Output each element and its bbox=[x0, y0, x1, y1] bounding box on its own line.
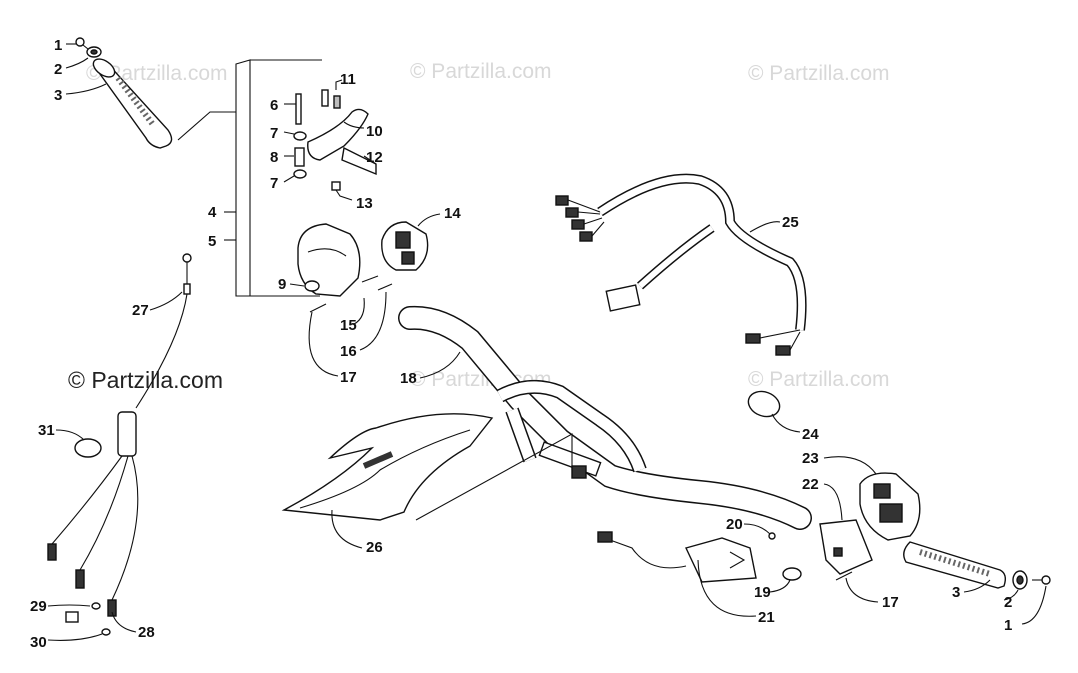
callout-label: 3 bbox=[952, 584, 960, 601]
pad-frame bbox=[415, 433, 573, 521]
sensor-boot bbox=[65, 602, 111, 636]
callout-label: 23 bbox=[802, 450, 819, 467]
handlebar bbox=[398, 305, 812, 530]
left-switch bbox=[381, 221, 429, 271]
screw bbox=[309, 303, 327, 313]
grip-leader bbox=[177, 111, 236, 141]
callout-label: 7 bbox=[270, 125, 278, 142]
grip-end-cap bbox=[86, 46, 102, 58]
heater-element bbox=[597, 531, 757, 583]
callout-label: 27 bbox=[132, 302, 149, 319]
bushing bbox=[294, 147, 305, 167]
callout-label: 30 bbox=[30, 634, 47, 651]
callout-label: 1 bbox=[54, 37, 62, 54]
callout-label: 17 bbox=[882, 594, 899, 611]
grip-screw bbox=[1032, 575, 1051, 585]
callout-label: 12 bbox=[366, 149, 383, 166]
handlebar-pad bbox=[281, 413, 494, 521]
wiring-harness bbox=[555, 173, 807, 356]
spring-pins bbox=[321, 89, 341, 109]
callout-label: 21 bbox=[758, 609, 775, 626]
callout-label: 5 bbox=[208, 233, 216, 250]
right-switch-housing bbox=[859, 472, 921, 541]
throttle-cable bbox=[47, 253, 192, 617]
retaining-ring bbox=[747, 390, 781, 418]
leader-lines bbox=[47, 43, 1047, 641]
cable-clip bbox=[74, 438, 102, 458]
callout-label: 7 bbox=[270, 175, 278, 192]
throttle-lever bbox=[307, 108, 377, 176]
switch-bracket bbox=[819, 519, 873, 575]
callout-label: 15 bbox=[340, 317, 357, 334]
left-grip bbox=[92, 58, 173, 149]
grommet bbox=[782, 567, 802, 581]
callout-label: 9 bbox=[278, 276, 286, 293]
callout-label: 4 bbox=[208, 204, 217, 221]
washers bbox=[293, 131, 307, 179]
clip bbox=[331, 181, 341, 191]
callout-label: 10 bbox=[366, 123, 383, 140]
rivet bbox=[768, 532, 776, 540]
callout-label: 2 bbox=[54, 61, 62, 78]
screw bbox=[361, 275, 379, 283]
callout-label: 17 bbox=[340, 369, 357, 386]
screw bbox=[377, 283, 393, 291]
throttle-housing bbox=[297, 223, 361, 297]
callout-label: 1 bbox=[1004, 617, 1012, 634]
callout-label: 19 bbox=[754, 584, 771, 601]
callout-label: 28 bbox=[138, 624, 155, 641]
watermark: © Partzilla.com bbox=[748, 368, 890, 391]
callout-label: 18 bbox=[400, 370, 417, 387]
watermark: © Partzilla.com bbox=[410, 60, 552, 83]
screw bbox=[835, 571, 853, 581]
callout-label: 25 bbox=[782, 214, 799, 231]
callout-label: 14 bbox=[444, 205, 461, 222]
right-grip bbox=[903, 541, 1007, 589]
callout-label: 13 bbox=[356, 195, 373, 212]
grip-end-cap bbox=[1012, 570, 1028, 590]
callout-label: 20 bbox=[726, 516, 743, 533]
callout-label: 11 bbox=[340, 71, 356, 88]
grip-screw bbox=[75, 37, 89, 50]
callouts: 1 2 3 6 7 8 7 11 10 12 13 4 5 14 9 15 16… bbox=[30, 37, 1012, 651]
bracket-frame bbox=[235, 59, 251, 297]
watermark-dark: © Partzilla.com bbox=[68, 367, 223, 393]
throttle-pin bbox=[295, 93, 302, 125]
callout-label: 22 bbox=[802, 476, 819, 493]
callout-label: 29 bbox=[30, 598, 47, 615]
callout-label: 16 bbox=[340, 343, 357, 360]
callout-label: 24 bbox=[802, 426, 819, 443]
callout-label: 6 bbox=[270, 97, 278, 114]
callout-label: 26 bbox=[366, 539, 383, 556]
callout-label: 31 bbox=[38, 422, 55, 439]
watermark: © Partzilla.com bbox=[748, 62, 890, 85]
callout-label: 8 bbox=[270, 149, 278, 166]
callout-label: 2 bbox=[1004, 594, 1012, 611]
callout-label: 3 bbox=[54, 87, 62, 104]
